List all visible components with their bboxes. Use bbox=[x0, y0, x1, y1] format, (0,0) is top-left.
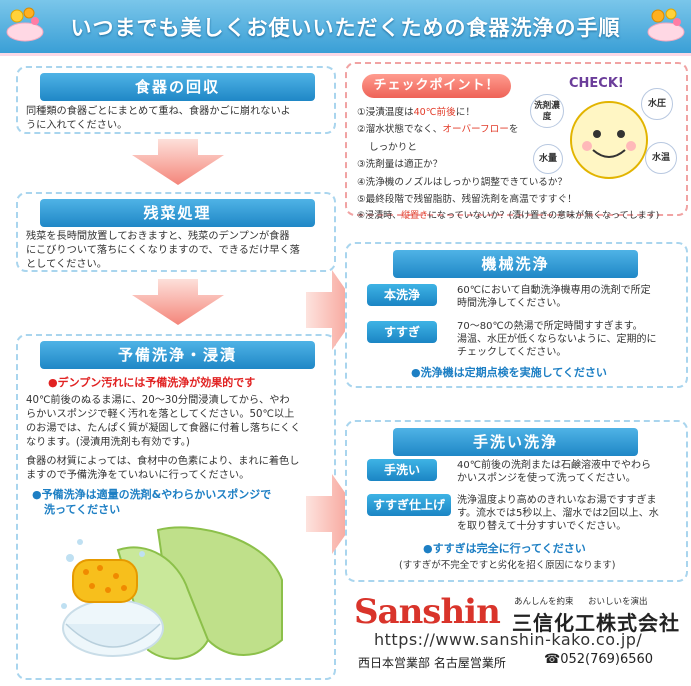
rinse-desc-2: 湯温、水圧が低くならないように、定期的に bbox=[457, 334, 657, 345]
phone-number: ☎052(769)6560 bbox=[544, 652, 654, 667]
office-name: 西日本営業部 名古屋営業所 bbox=[358, 656, 506, 670]
hand-note: ●すすぎは完全に行ってください bbox=[423, 542, 586, 555]
checkpoint-item: ⑤最終段階で残留脂肪、残留洗剤を高温ですすぐ！ bbox=[357, 194, 577, 206]
presoak-text-5: 食器の材質によっては、食材中の色素により、まれに着色し bbox=[26, 456, 300, 467]
down-arrow-icon bbox=[132, 279, 224, 325]
finish-rinse-label: すすぎ仕上げ bbox=[367, 494, 451, 516]
step-collect-text-1: 同種類の食器ごとにまとめて重ね、食器かごに崩れないよ bbox=[26, 106, 291, 117]
rinse-desc-3: チェックしてください。 bbox=[457, 347, 567, 358]
sponge-icon bbox=[72, 559, 138, 603]
checkpoint-box: チェックポイント！ ①浸漬温度は40℃前後に！ ②溜水状態でなく、オーバーフロー… bbox=[345, 62, 688, 221]
machine-note: ●洗浄機は定期点検を実施してください bbox=[411, 366, 607, 379]
step-leftover-heading: 残菜処理 bbox=[40, 199, 315, 227]
hands-washing-illustration bbox=[61, 526, 283, 660]
presoak-text-2: らかいスポンジで軽く汚れを落としてください。50℃以上 bbox=[26, 409, 295, 420]
crown-ornament-icon bbox=[6, 7, 44, 42]
rinse-desc-1: 70～80℃の熱湯で所定時間すすぎます。 bbox=[457, 321, 643, 332]
step-leftover-text-2: にこびりついて落ちにくくなりますので、できるだけ早く落 bbox=[26, 245, 300, 256]
presoak-text-4: なります。(浸漬用洗剤も有効です。) bbox=[26, 437, 190, 448]
checkpoint-item: ③洗剤量は適正か？ bbox=[357, 159, 443, 171]
machine-wash-heading: 機械洗浄 bbox=[393, 250, 638, 278]
checkpoint-item: ⑥浸漬時、縦置きになっていないか？(漬け置きの意味が無くなってします) bbox=[357, 211, 660, 222]
machine-wash-box: 機械洗浄 本洗浄 60℃において自動洗浄機専用の洗剤で所定 時間洗浄してください… bbox=[345, 242, 688, 388]
right-arrow-icon bbox=[306, 270, 360, 350]
bubble-temperature: 水温 bbox=[645, 142, 677, 174]
step-collect-box: 食器の回収 同種類の食器ごとにまとめて重ね、食器かごに崩れないよ うに入れてくだ… bbox=[16, 66, 336, 134]
step-presoak-box: 予備洗浄・浸漬 ●デンプン汚れには予備洗浄が効果的です 40℃前後のぬるま湯に、… bbox=[16, 334, 336, 680]
page-title: いつまでも美しくお使いいただくための食器洗浄の手順 bbox=[70, 16, 621, 40]
bubble-pressure: 水圧 bbox=[641, 88, 673, 120]
bubble-volume: 水量 bbox=[533, 144, 563, 174]
check-badge-text: CHECK! bbox=[569, 76, 624, 91]
company-url-link[interactable]: https://www.sanshin-kako.co.jp/ bbox=[374, 630, 643, 649]
step-presoak-heading: 予備洗浄・浸漬 bbox=[40, 341, 315, 369]
hand-subnote: (すすぎが不完全ですと劣化を招く原因になります) bbox=[399, 560, 616, 571]
company-name: 三信化工株式会社 bbox=[512, 611, 680, 635]
presoak-text-6: ますので予備洗浄をていねいに行ってください。 bbox=[26, 470, 250, 481]
step-leftover-box: 残菜処理 残菜を長時間放置しておきますと、残菜のデンプンが食器 にこびりついて落… bbox=[16, 192, 336, 272]
checkpoint-item: ④洗浄機のノズルはしっかり調整できているか？ bbox=[357, 176, 568, 188]
checkpoint-item: ②溜水状態でなく、オーバーフローを bbox=[357, 124, 519, 136]
step-leftover-text-3: としてください。 bbox=[26, 259, 107, 270]
hand-wash-desc-2: かいスポンジを使って洗ってください。 bbox=[457, 473, 636, 484]
presoak-note: ●デンプン汚れには予備洗浄が効果的です bbox=[48, 376, 256, 389]
checkpoint-item: ①浸漬温度は40℃前後に！ bbox=[357, 107, 475, 118]
checkpoint-item: しっかりと bbox=[369, 141, 417, 153]
finish-rinse-desc-3: を取り替えて十分すすいでください。 bbox=[457, 521, 627, 532]
finish-rinse-desc-1: 洗浄温度より高めのきれいなお湯ですすぎま bbox=[457, 495, 657, 506]
crown-ornament-icon bbox=[647, 8, 685, 42]
hand-wash-label: 手洗い bbox=[367, 459, 437, 481]
finish-rinse-desc-2: す。流水では5秒以上、溜水では2回以上、水 bbox=[457, 508, 659, 519]
tagline-1: あんしんを約束 bbox=[514, 597, 574, 607]
presoak-tip-2: 洗ってください bbox=[44, 503, 121, 516]
step-collect-heading: 食器の回収 bbox=[40, 73, 315, 101]
main-wash-desc-2: 時間洗浄してください。 bbox=[457, 298, 567, 309]
sanshin-logo: Sanshin bbox=[354, 592, 501, 632]
step-leftover-text-1: 残菜を長時間放置しておきますと、残菜のデンプンが食器 bbox=[26, 231, 290, 242]
hand-wash-heading: 手洗い洗浄 bbox=[393, 428, 638, 456]
checkpoint-list: ①浸漬温度は40℃前後に！ ②溜水状態でなく、オーバーフローを しっかりと ③洗… bbox=[357, 104, 659, 226]
presoak-text-1: 40℃前後のぬるま湯に、20～30分間浸漬してから、やわ bbox=[26, 395, 290, 406]
presoak-text-3: のお湯では、たんぱく質が凝固して食器に付着し落ちにくく bbox=[26, 423, 301, 434]
smiley-character-icon bbox=[570, 101, 648, 179]
rinse-label: すすぎ bbox=[367, 321, 437, 343]
main-wash-desc-1: 60℃において自動洗浄機専用の洗剤で所定 bbox=[457, 285, 651, 296]
bubble-detergent: 洗剤濃度 bbox=[530, 94, 564, 128]
down-arrow-icon bbox=[132, 139, 224, 185]
hand-wash-box: 手洗い洗浄 手洗い 40℃前後の洗剤または石鹸溶液中でやわら かいスポンジを使っ… bbox=[345, 420, 688, 582]
main-wash-label: 本洗浄 bbox=[367, 284, 437, 306]
presoak-tip-1: ●予備洗浄は適量の洗剤&やわらかいスポンジで bbox=[32, 488, 272, 501]
step-collect-text-2: うに入れてください。 bbox=[26, 120, 128, 131]
tagline-2: おいしいを演出 bbox=[588, 597, 648, 607]
hand-wash-desc-1: 40℃前後の洗剤または石鹸溶液中でやわら bbox=[457, 460, 651, 471]
title-banner: いつまでも美しくお使いいただくための食器洗浄の手順 bbox=[0, 0, 691, 56]
checkpoint-title: チェックポイント！ bbox=[362, 74, 511, 98]
right-arrow-icon bbox=[306, 474, 360, 554]
